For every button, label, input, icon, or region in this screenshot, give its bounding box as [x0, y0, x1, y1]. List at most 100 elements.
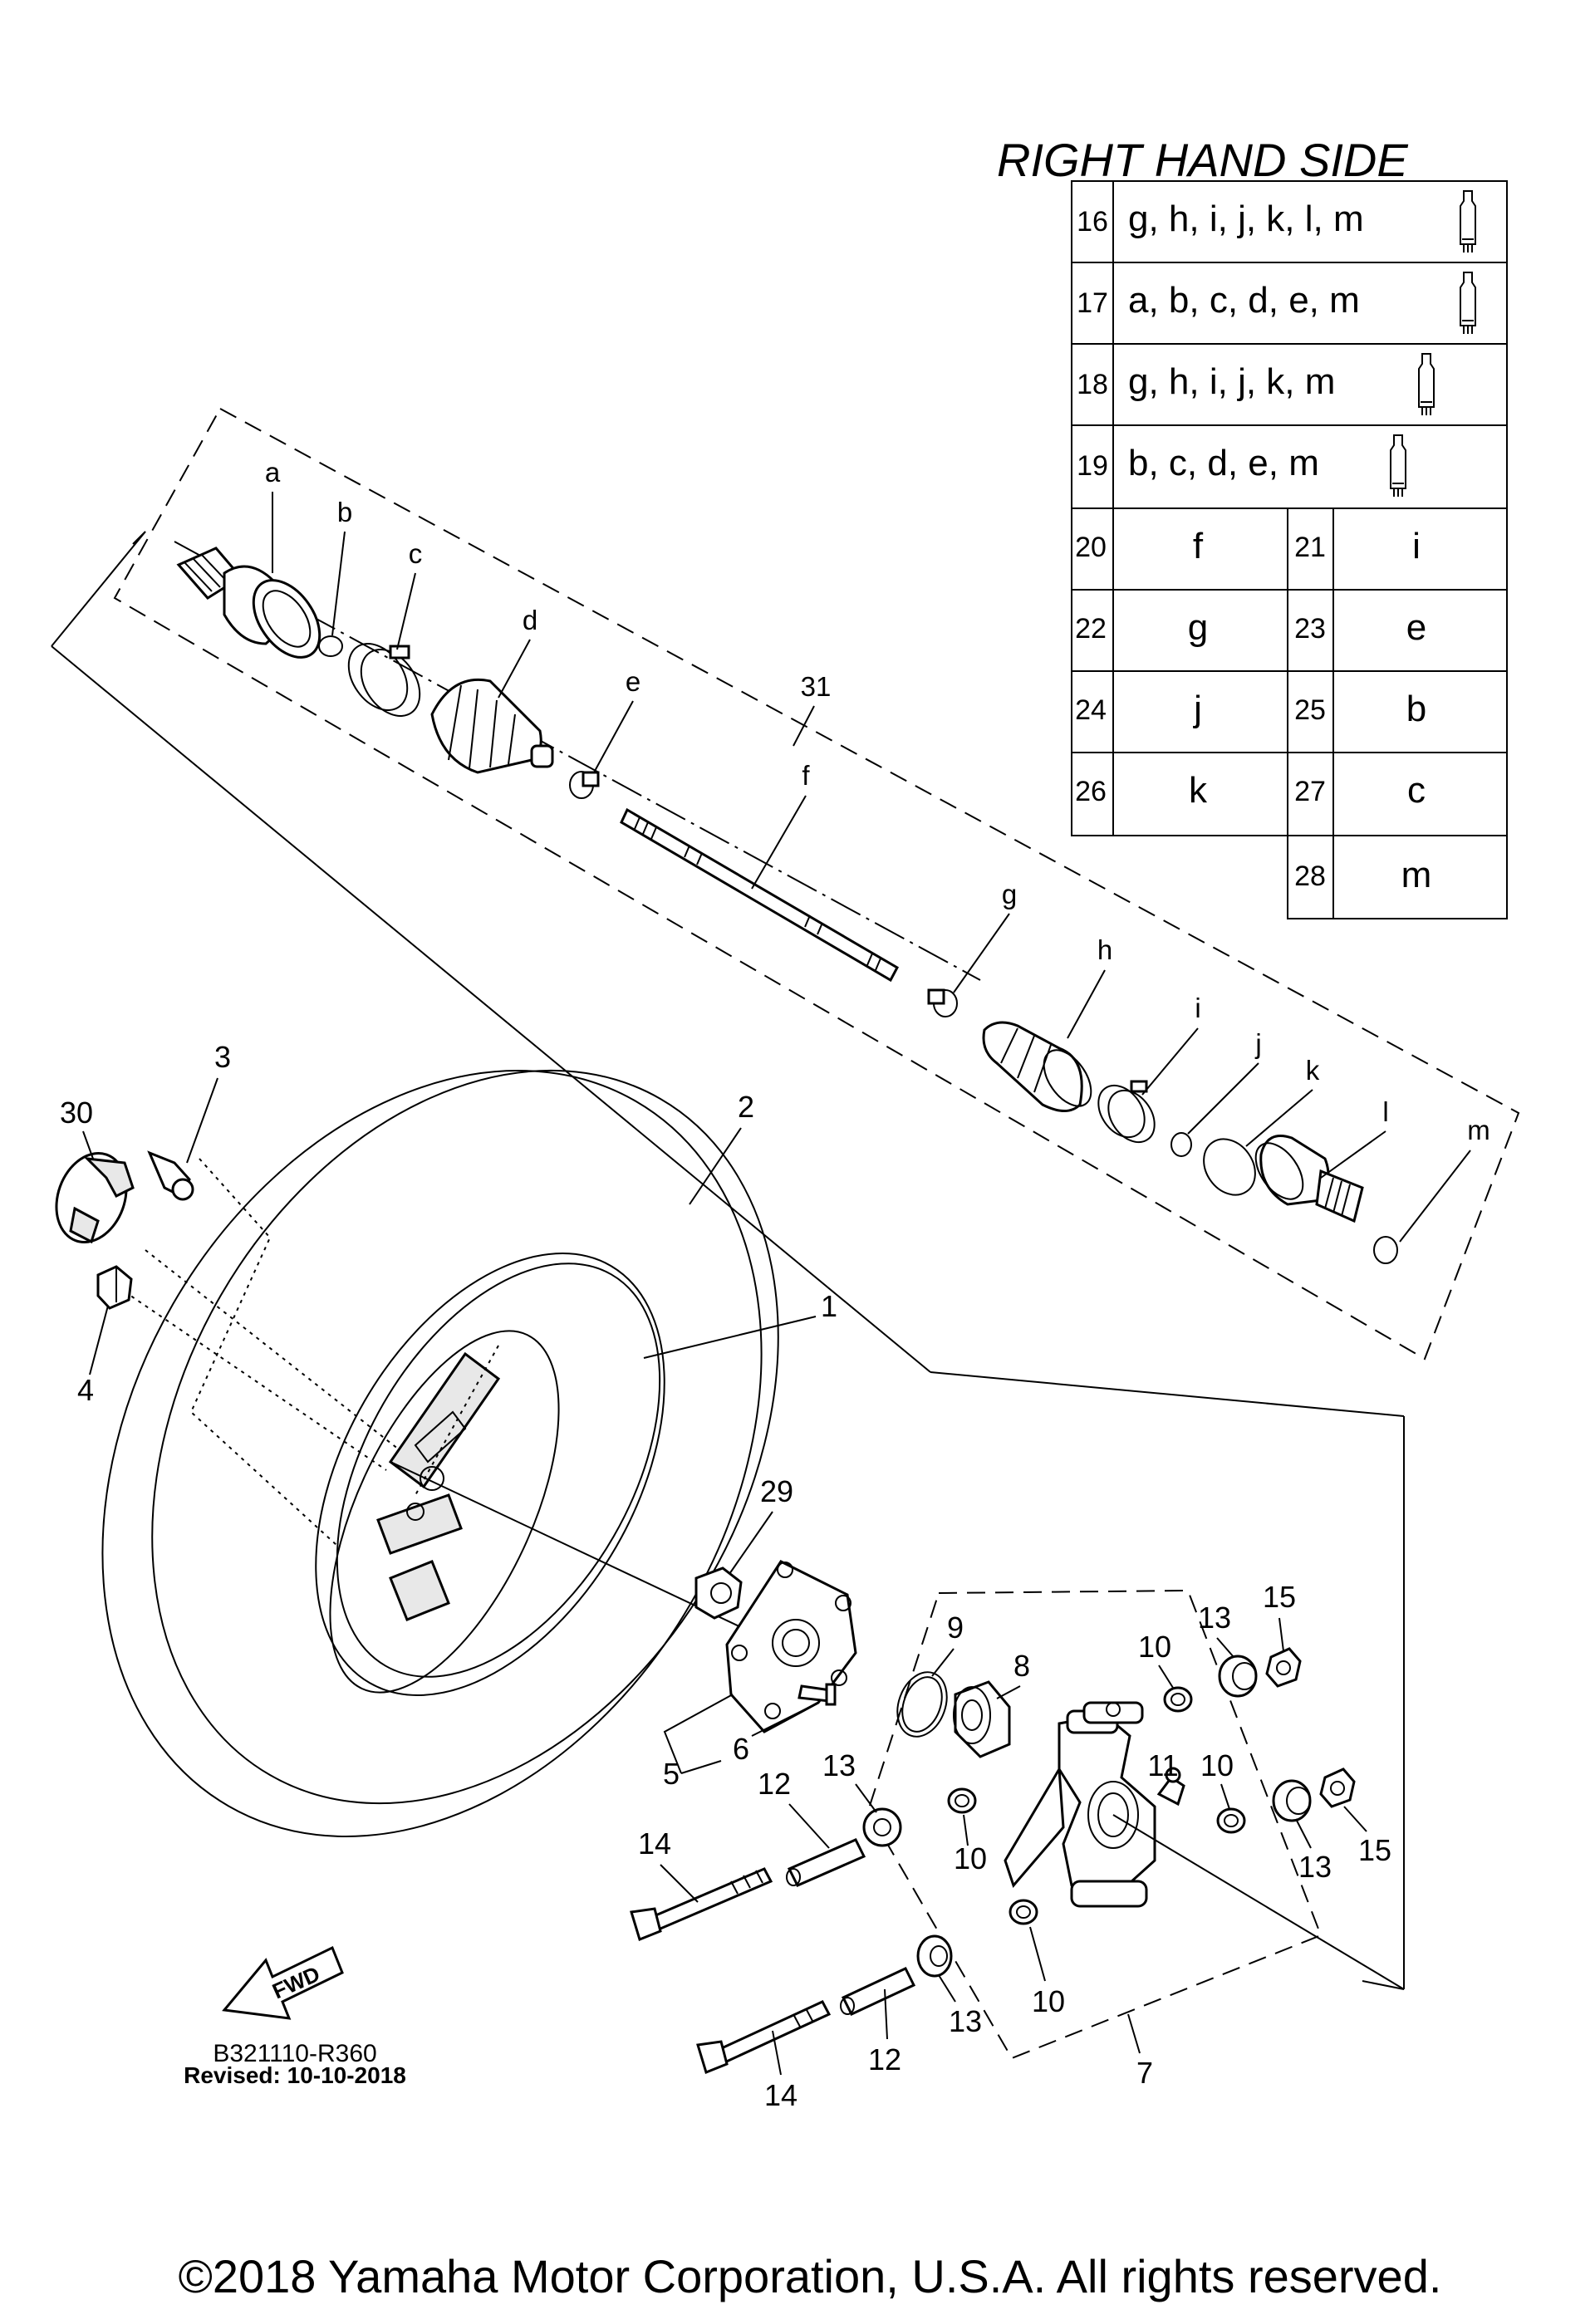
seal [1272, 1779, 1312, 1822]
boot-band-g [927, 988, 958, 1017]
table-val: f [1193, 526, 1204, 566]
knuckle-group-outline [866, 1589, 1323, 2060]
callout-g: g [1002, 879, 1017, 909]
callout-1: 1 [821, 1289, 837, 1323]
callout-7: 7 [1136, 2056, 1153, 2090]
callout-k: k [1306, 1055, 1320, 1086]
callout-8: 8 [1013, 1649, 1030, 1683]
callout-i: i [1195, 993, 1200, 1023]
collar [840, 1967, 916, 2016]
table-num: 19 [1077, 450, 1108, 482]
boot-band-e [569, 771, 600, 799]
circlip-b [318, 635, 343, 657]
seal [862, 1807, 902, 1847]
callout-29: 29 [760, 1474, 793, 1508]
circlip-9 [896, 1671, 948, 1738]
nut [1265, 1647, 1302, 1688]
callout-12: 12 [758, 1767, 791, 1801]
drawing-code: B321110-R360 [213, 2040, 376, 2067]
table-val: c [1407, 770, 1426, 811]
table-val: k [1189, 770, 1208, 811]
callout-m: m [1467, 1115, 1490, 1145]
table-val: m [1401, 855, 1432, 895]
callout-10: 10 [954, 1841, 987, 1875]
callout-h: h [1097, 934, 1112, 965]
circlip-j [1170, 1132, 1192, 1157]
table-parts: b, c, d, e, m [1128, 443, 1319, 483]
table-parts: a, b, c, d, e, m [1128, 280, 1360, 321]
nut [1319, 1768, 1356, 1808]
callout-30: 30 [60, 1096, 93, 1130]
wheel-stud [798, 1683, 837, 1706]
table-num: 17 [1077, 287, 1108, 319]
parts-kit-table: 16 g, h, i, j, k, l, m 17 a, b, c, d, e,… [1071, 180, 1508, 920]
bushing [1216, 1807, 1246, 1834]
revision-date: Revised: 10-10-2018 [184, 2062, 406, 2088]
callout-12: 12 [868, 2042, 901, 2076]
callout-10: 10 [1138, 1630, 1171, 1664]
callout-3: 3 [214, 1040, 231, 1074]
table-parts: g, h, i, j, k, l, m [1128, 199, 1364, 239]
boot-band-c [347, 643, 421, 717]
callout-11: 11 [1147, 1748, 1178, 1782]
table-num: 16 [1077, 206, 1108, 238]
callout-14: 14 [638, 1826, 671, 1861]
boot-d [430, 678, 554, 774]
callout-14: 14 [764, 2078, 798, 2112]
bushing [1163, 1686, 1193, 1713]
table-val: g [1188, 607, 1208, 648]
callout-15: 15 [1358, 1833, 1391, 1867]
bolt [696, 2000, 832, 2075]
table-num: 20 [1075, 532, 1107, 563]
axle-nut [694, 1566, 743, 1620]
table-val: b [1406, 689, 1426, 729]
letter-callouts: a b c d e f g h i j k l m 31 [265, 457, 1490, 1243]
table-num: 24 [1075, 694, 1107, 726]
table-num: 26 [1075, 776, 1107, 807]
grease-tube-icon [1460, 272, 1476, 334]
table-val: e [1406, 607, 1426, 648]
grease-tube-icon [1418, 353, 1435, 415]
steering-knuckle [1004, 1701, 1405, 1990]
callout-d: d [523, 605, 537, 635]
callout-b: b [337, 497, 352, 527]
wheel-tire-assembly [101, 1069, 832, 1837]
cv-joint-outer [176, 547, 321, 659]
callout-e: e [626, 666, 640, 697]
forward-arrow-icon: FWD [222, 1945, 344, 2020]
callout-a: a [265, 457, 281, 488]
table-num: 21 [1294, 532, 1326, 563]
callout-13: 13 [949, 2004, 982, 2038]
copyright-footer: ©2018 Yamaha Motor Corporation, U.S.A. A… [179, 2250, 1442, 2302]
callout-c: c [409, 538, 423, 569]
circlip-m [1373, 1236, 1398, 1264]
seal [916, 1934, 953, 1978]
callout-10: 10 [1200, 1748, 1234, 1782]
callout-f: f [802, 760, 810, 791]
callout-9: 9 [947, 1611, 964, 1645]
table-num: 18 [1077, 369, 1108, 400]
callout-13: 13 [1298, 1850, 1332, 1884]
valve-stem [147, 1150, 194, 1201]
callout-15: 15 [1263, 1580, 1296, 1614]
callout-4: 4 [77, 1373, 94, 1407]
bearing [953, 1680, 1011, 1758]
grease-nipple [1156, 1767, 1185, 1807]
collar [786, 1838, 866, 1887]
seal [1218, 1655, 1258, 1698]
table-val: i [1412, 526, 1421, 566]
boot-band-i [1097, 1080, 1156, 1144]
table-val: j [1192, 689, 1202, 729]
table-num: 25 [1294, 694, 1326, 726]
callout-13: 13 [822, 1748, 856, 1782]
number-callouts: 3 30 4 2 1 29 9 8 5 6 10 13 15 11 10 10 … [60, 1040, 1391, 2112]
callout-l: l [1382, 1096, 1388, 1127]
callout-j: j [1254, 1028, 1261, 1059]
hub-cap [55, 1152, 135, 1244]
diagram-title: RIGHT HAND SIDE [997, 134, 1408, 186]
callout-6: 6 [733, 1732, 749, 1766]
o-ring-k [1203, 1138, 1256, 1196]
grease-tube-icon [1460, 190, 1476, 253]
callout-2: 2 [738, 1090, 754, 1124]
table-num: 22 [1075, 613, 1107, 645]
